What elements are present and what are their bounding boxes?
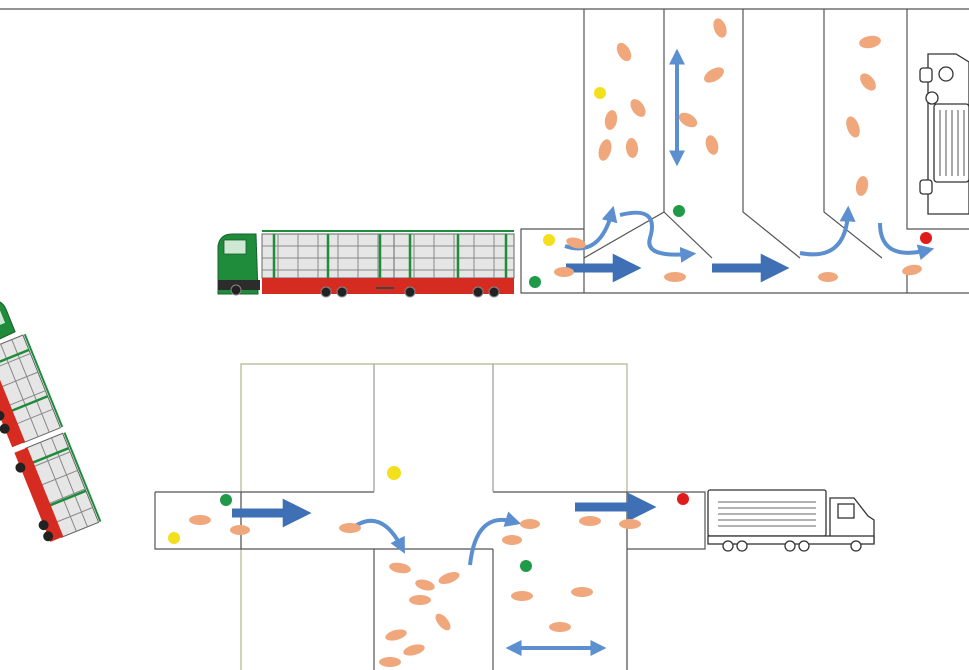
animal-icon xyxy=(604,110,618,130)
top-facility xyxy=(520,9,969,294)
marker-yellow xyxy=(387,466,401,480)
animal-icon xyxy=(630,99,646,117)
animal-icon xyxy=(678,112,698,128)
marker-green xyxy=(529,276,541,288)
animal-icon xyxy=(818,272,838,282)
animal-icon xyxy=(520,519,540,529)
animal-icon xyxy=(625,138,639,158)
top-pen-3-wall xyxy=(823,9,883,259)
bottom-corridor xyxy=(154,491,706,550)
animal-icon xyxy=(860,73,876,91)
bottom-lower-pen-mid xyxy=(492,549,628,670)
marker-yellow xyxy=(594,87,606,99)
animal-icon xyxy=(571,587,593,597)
turn-arrow-icon xyxy=(468,511,522,566)
animal-icon xyxy=(385,629,407,641)
animal-icon xyxy=(846,116,860,138)
animal-icon xyxy=(859,35,881,49)
animal-icon xyxy=(713,18,727,38)
animal-icon xyxy=(502,535,522,545)
animals xyxy=(189,18,922,667)
animal-icon xyxy=(189,515,211,525)
flow-arrows xyxy=(232,253,790,528)
animal-icon xyxy=(415,579,435,591)
animal-icon xyxy=(230,525,250,535)
marker-red xyxy=(920,232,932,244)
top-pen-2-gate xyxy=(663,211,713,259)
animal-icon xyxy=(579,516,601,526)
animal-icon xyxy=(902,264,922,276)
marker-yellow xyxy=(168,532,180,544)
bottom-lower-pen-left xyxy=(241,548,375,670)
livestock-truck-icon xyxy=(0,300,102,542)
marker-green xyxy=(673,205,685,217)
top-entry-corridor xyxy=(520,228,584,294)
turn-arrow-icon xyxy=(619,210,697,263)
top-pen-4-wall xyxy=(906,9,969,230)
animal-icon xyxy=(855,176,869,196)
animal-icon xyxy=(511,591,533,601)
livestock-truck-icon xyxy=(217,230,515,298)
markers xyxy=(168,87,932,572)
animal-icon xyxy=(566,237,586,249)
marker-green xyxy=(520,560,532,572)
animal-icon xyxy=(598,139,612,161)
animal-icon xyxy=(664,272,686,282)
animal-icon xyxy=(435,613,451,631)
animal-icon xyxy=(409,595,431,605)
freight-truck-icon xyxy=(707,489,875,552)
marker-red xyxy=(677,493,689,505)
animal-icon xyxy=(704,67,724,83)
animal-icon xyxy=(616,42,632,62)
animal-icon xyxy=(549,622,571,632)
animal-icon xyxy=(389,562,411,574)
turn-arrows xyxy=(348,48,935,656)
animal-icon xyxy=(379,657,401,667)
animal-icon xyxy=(705,135,719,155)
turn-arrow-icon xyxy=(799,205,856,257)
animal-icon xyxy=(339,523,361,533)
animal-icon xyxy=(403,644,425,656)
marker-green xyxy=(220,494,232,506)
top-pen-2-right-wall xyxy=(742,9,801,259)
animal-icon xyxy=(438,571,460,585)
freight-truck-icon xyxy=(919,53,969,215)
animal-icon xyxy=(554,267,574,277)
marker-yellow xyxy=(543,234,555,246)
turn-arrow-icon xyxy=(878,222,935,261)
turn-arrow-icon xyxy=(564,205,618,251)
animal-icon xyxy=(619,519,641,529)
